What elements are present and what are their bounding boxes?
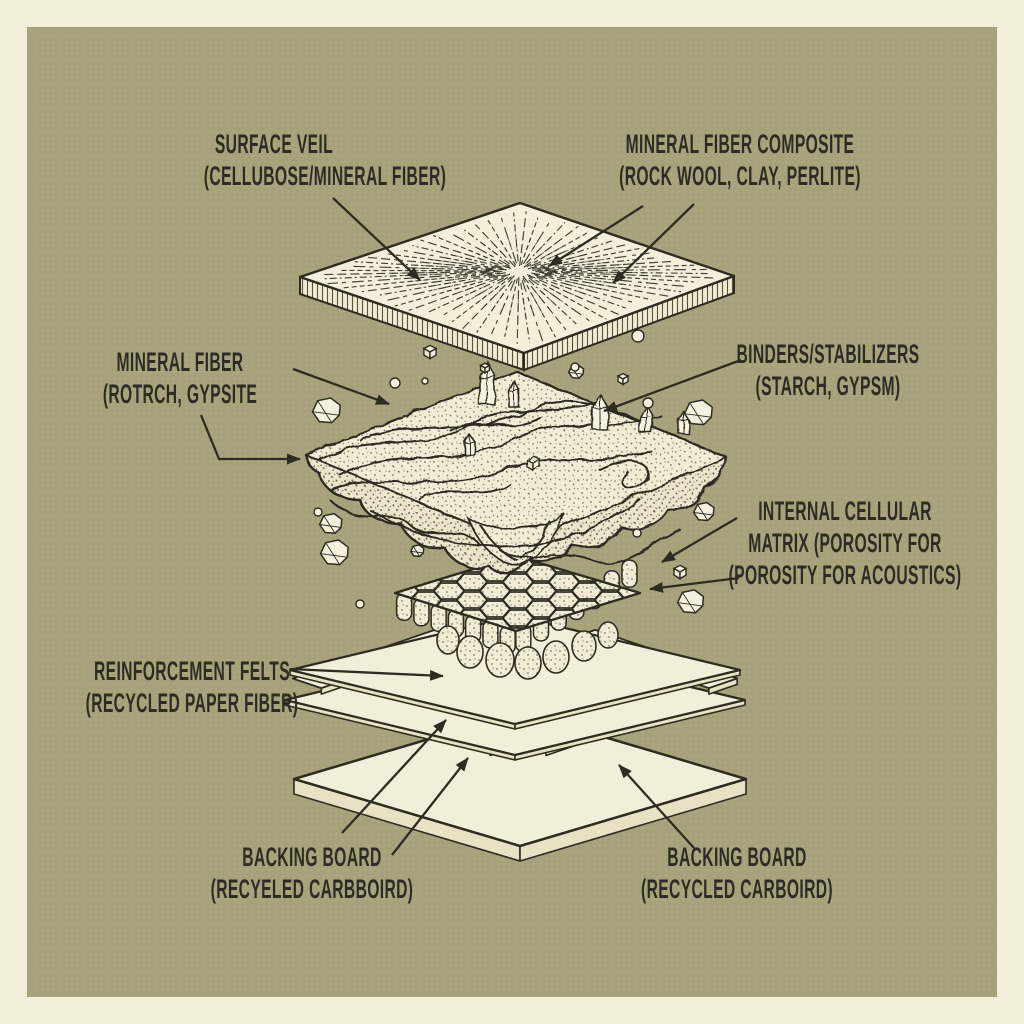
surface-veil-plate: [298, 201, 736, 372]
label-line: (STARCH, GYPSM): [755, 371, 901, 401]
label-surface-veil: SURFACE VEIL (CELLUBOSE/MINERAL FIBER): [174, 128, 476, 192]
label-line: MINERAL FIBER: [116, 347, 244, 377]
label-line: REINFORCEMENT FELTS: [94, 656, 290, 686]
label-line: BINDERS/STABILIZERS: [736, 339, 920, 369]
label-line: (ROTRCH, GYPSITE: [102, 379, 258, 409]
label-mineral-fiber-composite: MINERAL FIBER COMPOSITE (ROCK WOOL, CLAY…: [589, 128, 891, 192]
reinforcement-felt-sheet-1: [288, 614, 742, 730]
label-line: BACKING BOARD: [667, 842, 807, 872]
label-line: INTERNAL CELLULAR: [758, 496, 932, 526]
label-reinforcement-felts: REINFORCEMENT FELTS (RECYCLED PAPER FIBE…: [41, 655, 343, 719]
scattered-particles: [311, 329, 715, 614]
label-line: MINERAL FIBER COMPOSITE: [625, 129, 855, 159]
label-line: (RECYCLED PAPER FIBER): [85, 688, 299, 718]
label-line: SURFACE VEIL: [214, 129, 334, 159]
label-line: (CELLUBOSE/MINERAL FIBER): [203, 161, 447, 191]
label-line: BACKING BOARD: [242, 842, 382, 872]
label-backing-board-right: BACKING BOARD (RECYCLED CARBOIRD): [586, 841, 888, 905]
label-line: (RECYELED CARBBOIRD): [210, 874, 414, 904]
leader-arrows: [199, 197, 742, 856]
label-line: (RECYCLED CARBOIRD): [641, 874, 833, 904]
label-binders-stabilizers: BINDERS/STABILIZERS (STARCH, GYPSM): [677, 338, 979, 402]
label-mineral-fiber: MINERAL FIBER (ROTRCH, GYPSITE: [29, 346, 331, 410]
mineral-fiber-layer: [304, 360, 728, 575]
label-line: MATRIX (POROSITY FOR: [748, 528, 942, 558]
label-backing-board-left: BACKING BOARD (RECYELED CARBBOIRD): [161, 841, 463, 905]
label-internal-cellular-matrix: INTERNAL CELLULAR MATRIX (POROSITY FOR (…: [694, 495, 996, 591]
backing-board-layer: [292, 710, 748, 862]
label-line: (ROCK WOOL, CLAY, PERLITE): [619, 161, 861, 191]
label-line: (POROSITY FOR ACOUSTICS): [728, 560, 962, 590]
